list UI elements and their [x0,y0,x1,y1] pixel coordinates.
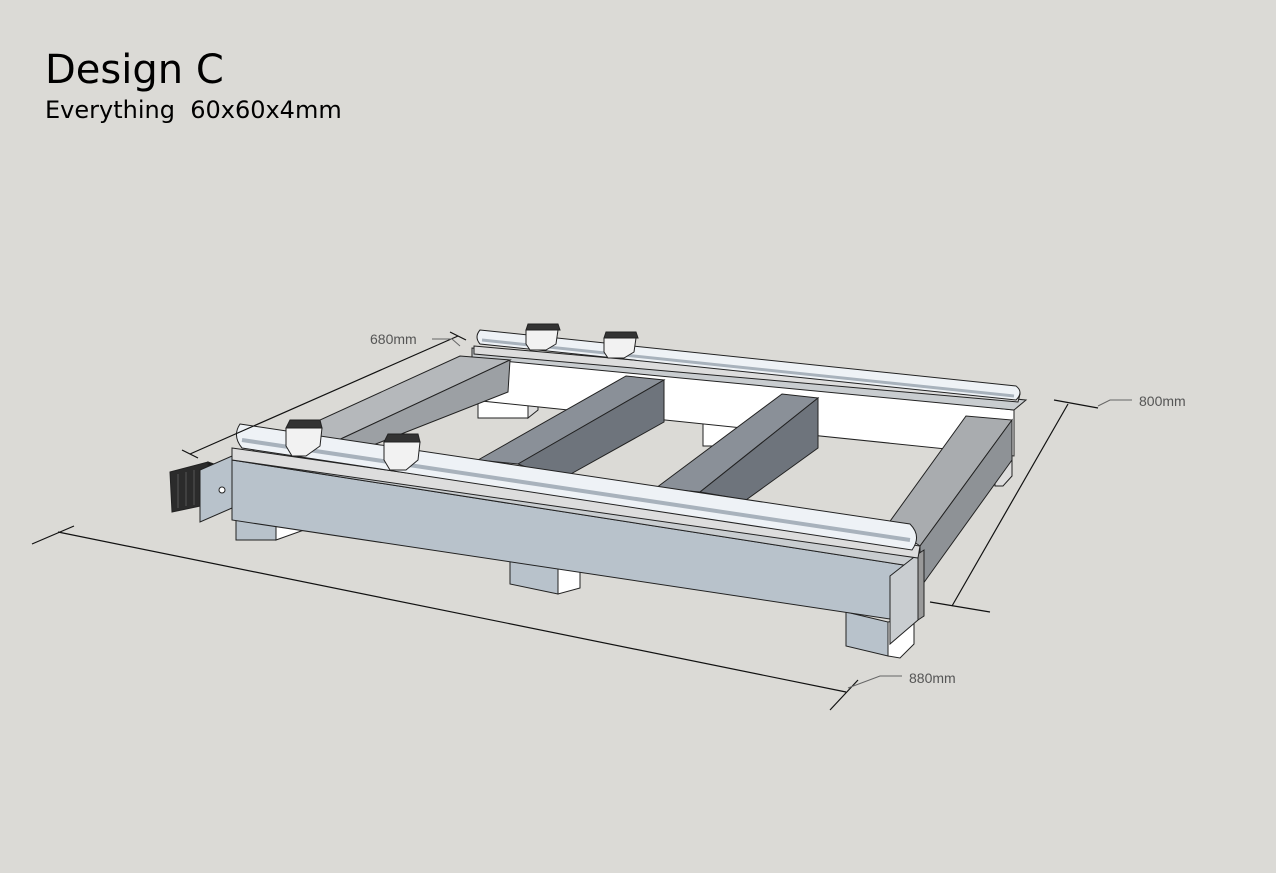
cross-beam-2 [654,393,820,501]
page-title: Design C [45,47,224,93]
dimension-label-680: 680mm [370,331,417,347]
back-bearing-block-1 [525,323,561,351]
dimension-label-880: 880mm [909,670,956,686]
dimension-line-800 [929,399,1132,613]
back-bearing-block-2 [603,331,639,359]
front-bearing-block-1 [285,419,323,457]
dimension-line-680 [181,331,467,459]
front-bearing-block-2 [383,433,421,471]
front-end-plate-left [199,455,233,523]
cross-beam-1 [476,375,666,481]
dimension-label-800: 800mm [1139,393,1186,409]
front-end-plate-right [889,549,925,646]
page-subtitle: Everything 60x60x4mm [45,96,342,124]
dimension-line-880 [31,525,902,711]
